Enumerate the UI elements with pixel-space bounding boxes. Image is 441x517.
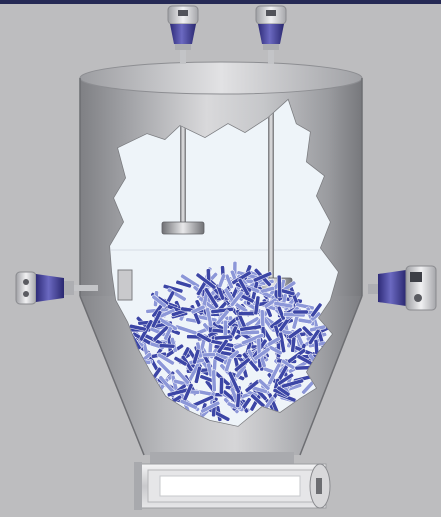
granule [260, 310, 265, 327]
outlet-conveyor-icon [134, 462, 330, 510]
granule [293, 310, 309, 314]
granule [277, 275, 282, 298]
level-sensor-top-right-icon [256, 6, 286, 64]
granule [159, 343, 175, 348]
granule [219, 377, 223, 394]
granule [223, 320, 227, 337]
granule [212, 370, 217, 392]
level-sensor-top-left-icon [168, 6, 198, 64]
level-sensor-right-side-icon [368, 266, 436, 310]
granule [238, 312, 255, 316]
